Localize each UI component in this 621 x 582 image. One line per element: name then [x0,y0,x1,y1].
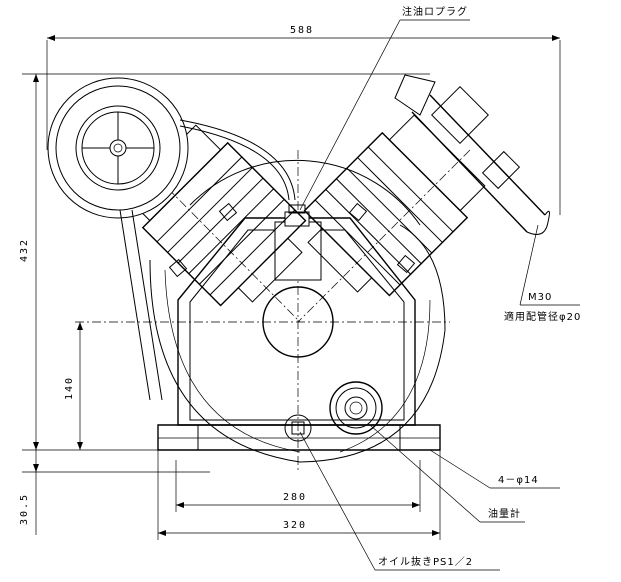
dim-320: 320 [283,520,307,531]
leader-lines [299,19,580,571]
dim-432: 432 [19,238,30,262]
label-mounting-holes: 4－φ14 [498,475,539,486]
label-oil-drain: オイル抜きPS1／2 [378,555,473,568]
label-oil-filler-plug: 注油ロプラグ [402,5,468,18]
discharge-pipe [394,74,550,235]
left-cylinder [124,124,307,307]
dim-30-5: 30.5 [19,493,30,525]
label-applicable-pipe: 適用配管径φ20 [504,310,581,323]
label-thread-size: M30 [528,292,552,303]
dim-588: 588 [290,25,314,36]
label-oil-gauge: 油量計 [488,507,521,520]
crankcase [149,159,446,463]
dimension-labels: 588 432 140 30.5 280 320 [19,25,314,531]
air-filter [47,77,296,401]
dim-280: 280 [283,492,307,503]
dimension-lines [22,35,561,540]
dim-140: 140 [64,376,75,400]
callout-labels: 注油ロプラグ M30 適用配管径φ20 4－φ14 油量計 オイル抜きPS1／2 [378,5,581,568]
